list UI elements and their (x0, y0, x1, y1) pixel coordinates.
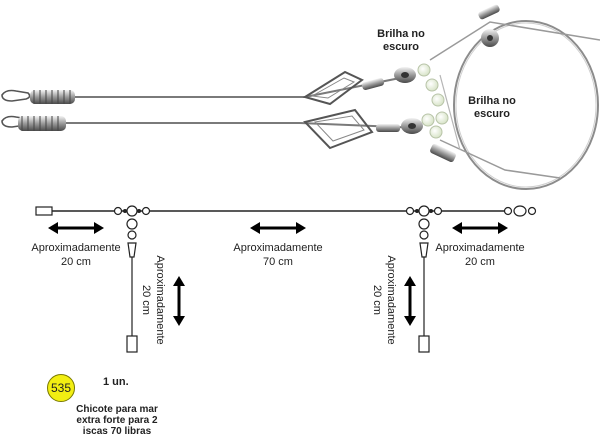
crimp-spring-lower (18, 116, 66, 131)
dim-label-right: Aproximadamente 20 cm (435, 242, 525, 268)
product-description: Chicote para mar extra forte para 2 isca… (76, 404, 158, 437)
product-code-badge: 535 (47, 374, 75, 402)
terminal-swivel-right (503, 205, 537, 217)
glow-beads-upper (417, 63, 445, 107)
dim-label-branch-left: Aproximadamente 20 cm (140, 255, 166, 345)
dim-arrow-left (48, 222, 104, 234)
glow-label-2: Brilha no escuro (468, 95, 516, 120)
swivel-top (478, 4, 500, 47)
dim-label-branch-right: Aproximadamente 20 cm (371, 255, 397, 345)
junction-left (113, 205, 151, 217)
crimp-spring-upper (30, 90, 75, 104)
rig-photo (1, 4, 600, 190)
branch-left (126, 218, 138, 353)
crimp-sleeve-right (430, 143, 456, 163)
dim-arrow-branch-left (173, 276, 185, 326)
snap-upper-left (1, 89, 31, 102)
rig-schematic (35, 205, 537, 353)
dim-label-middle: Aproximadamente 70 cm (233, 242, 323, 268)
product-quantity: 1 un. (103, 376, 129, 388)
snap-clip-lower (303, 108, 400, 150)
swivel-upper (394, 67, 416, 83)
dim-label-left: Aproximadamente 20 cm (31, 242, 121, 268)
snap-clip-upper (302, 70, 384, 106)
wire-loop (453, 20, 599, 190)
glow-label-1: Brilha no escuro (377, 28, 425, 53)
terminal-sleeve-left (35, 206, 53, 216)
swivel-lower (401, 118, 423, 134)
dim-arrow-branch-right (404, 276, 416, 326)
dim-arrow-middle (250, 222, 306, 234)
dim-arrow-right (452, 222, 508, 234)
glow-beads-lower (421, 111, 449, 139)
branch-right (418, 218, 430, 353)
junction-right (405, 205, 443, 217)
